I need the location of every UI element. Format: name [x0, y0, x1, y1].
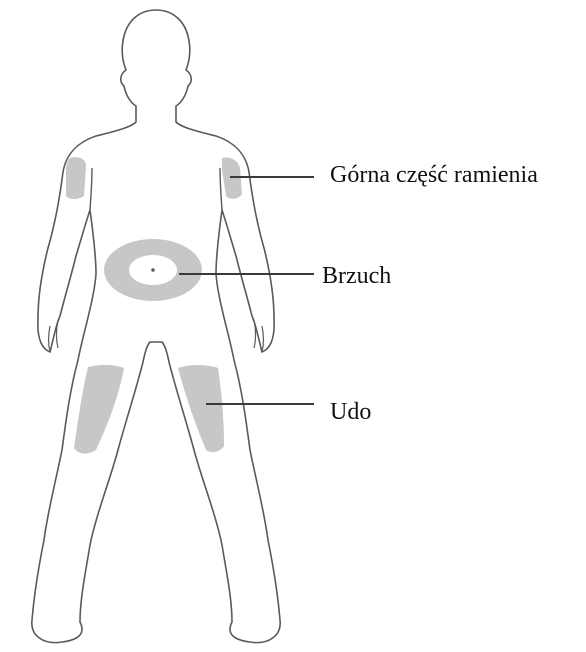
- thigh-label: Udo: [330, 400, 371, 424]
- upper-arm-label: Górna część ramienia: [330, 163, 538, 187]
- navel-dot: [151, 268, 155, 272]
- abdomen-label: Brzuch: [322, 264, 391, 288]
- left-upper-arm-region: [66, 157, 86, 199]
- body-outline: [32, 10, 280, 643]
